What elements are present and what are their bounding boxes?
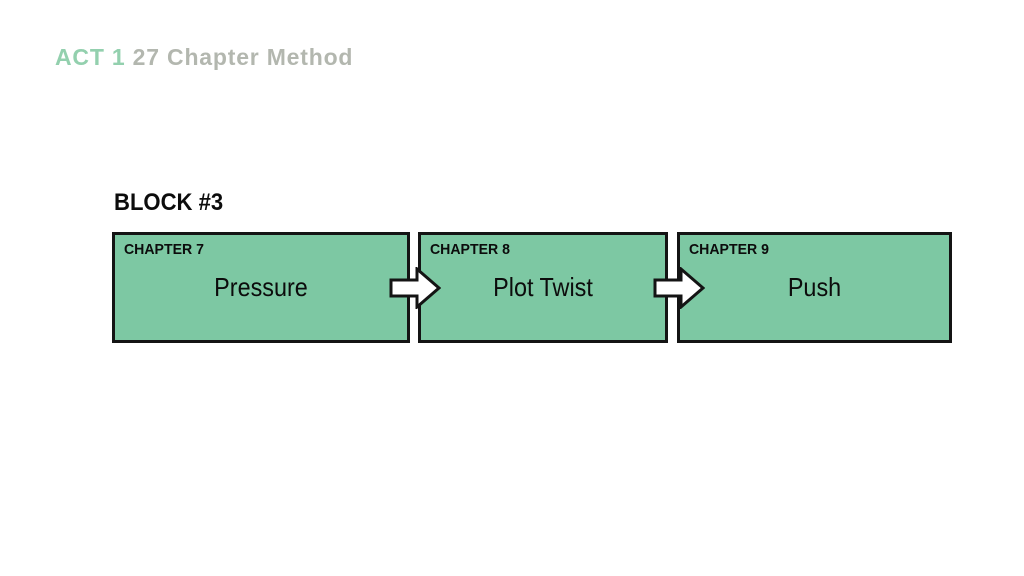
chapter-9-box: CHAPTER 9 Push bbox=[677, 232, 952, 343]
chapter-8-name: Plot Twist bbox=[493, 272, 593, 302]
chapter-8-label: CHAPTER 8 bbox=[430, 241, 510, 258]
chapter-7-label: CHAPTER 7 bbox=[124, 241, 204, 258]
chapter-7-box: CHAPTER 7 Pressure bbox=[112, 232, 410, 343]
right-arrow-icon bbox=[653, 267, 705, 309]
chapter-9-label: CHAPTER 9 bbox=[689, 241, 769, 258]
slide-title-act: ACT 1 bbox=[55, 44, 133, 70]
block-label: BLOCK #3 bbox=[114, 189, 224, 216]
slide-title-method: 27 Chapter Method bbox=[132, 44, 354, 70]
right-arrow-icon bbox=[389, 267, 441, 309]
slide-title: ACT 1 27 Chapter Method bbox=[55, 44, 353, 71]
chapter-7-name: Pressure bbox=[214, 272, 308, 302]
chapter-9-name: Push bbox=[787, 272, 842, 302]
chapter-8-box: CHAPTER 8 Plot Twist bbox=[418, 232, 668, 343]
